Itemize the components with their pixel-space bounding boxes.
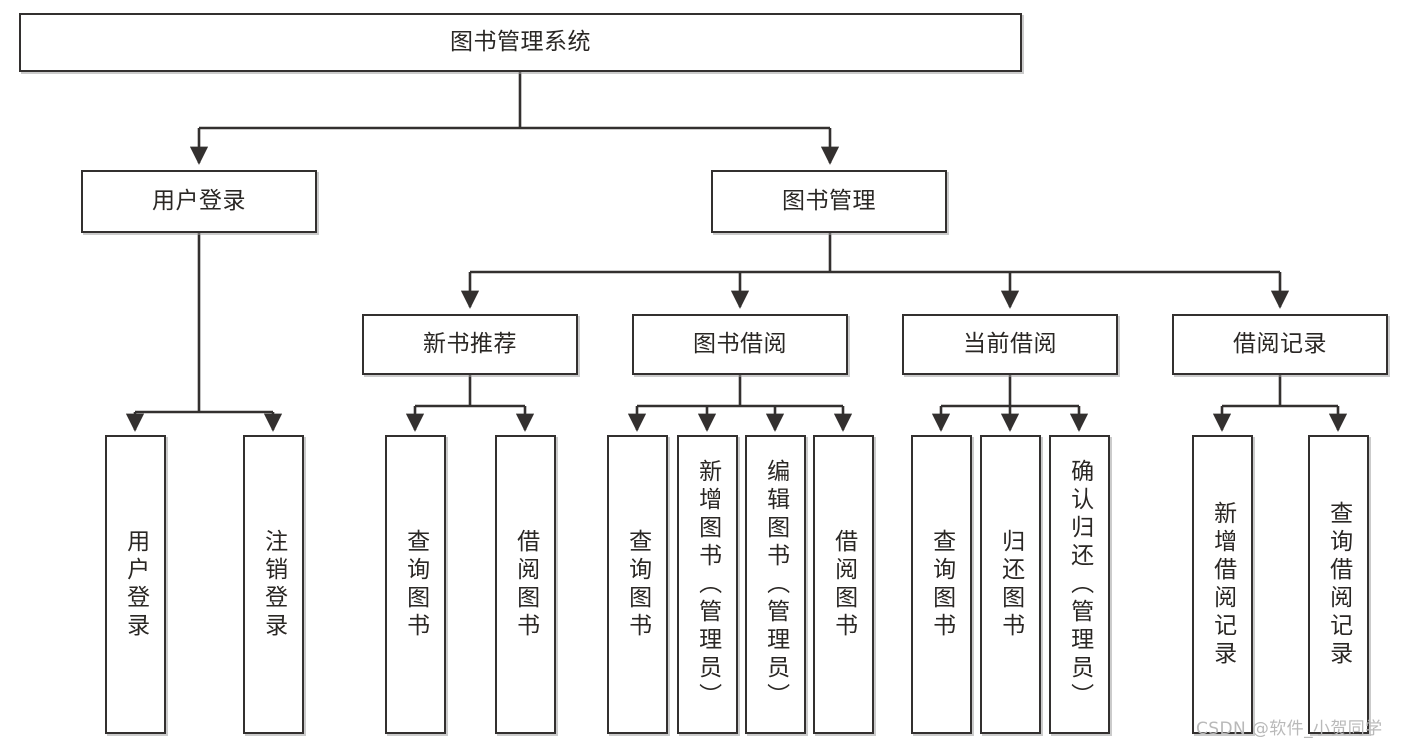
- node-label: 借阅图书: [512, 528, 539, 641]
- node-label: 用户登录: [122, 528, 149, 641]
- node-label: 当前借阅: [963, 331, 1057, 358]
- node-current-borrowing[interactable]: 当前借阅: [902, 314, 1118, 375]
- node-label: 借阅记录: [1233, 331, 1327, 358]
- leaf-edit-book-admin[interactable]: 编辑图书（管理员）: [745, 435, 806, 734]
- leaf-user-login[interactable]: 用户登录: [105, 435, 166, 734]
- node-label: 查询图书: [928, 528, 955, 641]
- leaf-query-book-current[interactable]: 查询图书: [911, 435, 972, 734]
- node-label: 查询借阅记录: [1325, 500, 1352, 669]
- node-label: 图书管理: [782, 188, 876, 215]
- node-user-login[interactable]: 用户登录: [81, 170, 317, 233]
- node-label: 确认归还（管理员）: [1066, 458, 1093, 711]
- node-book-management[interactable]: 图书管理: [711, 170, 947, 233]
- leaf-add-borrow-record[interactable]: 新增借阅记录: [1192, 435, 1253, 734]
- leaf-borrow-book[interactable]: 借阅图书: [813, 435, 874, 734]
- node-borrow-record[interactable]: 借阅记录: [1172, 314, 1388, 375]
- node-label: 新增借阅记录: [1209, 500, 1236, 669]
- leaf-logout[interactable]: 注销登录: [243, 435, 304, 734]
- leaf-query-book-recommend[interactable]: 查询图书: [385, 435, 446, 734]
- node-label: 用户登录: [152, 188, 246, 215]
- node-label: 查询图书: [624, 528, 651, 641]
- node-label: 借阅图书: [830, 528, 857, 641]
- node-new-book-recommendation[interactable]: 新书推荐: [362, 314, 578, 375]
- leaf-return-book[interactable]: 归还图书: [980, 435, 1041, 734]
- node-label: 图书管理系统: [450, 29, 591, 56]
- node-label: 查询图书: [402, 528, 429, 641]
- leaf-query-borrow-record[interactable]: 查询借阅记录: [1308, 435, 1369, 734]
- leaf-add-book-admin[interactable]: 新增图书（管理员）: [677, 435, 738, 734]
- node-root-book-management-system[interactable]: 图书管理系统: [19, 13, 1022, 72]
- leaf-borrow-book-recommend[interactable]: 借阅图书: [495, 435, 556, 734]
- node-label: 注销登录: [260, 528, 287, 641]
- node-book-borrowing[interactable]: 图书借阅: [632, 314, 848, 375]
- leaf-confirm-return-admin[interactable]: 确认归还（管理员）: [1049, 435, 1110, 734]
- leaf-query-book-borrow[interactable]: 查询图书: [607, 435, 668, 734]
- node-label: 编辑图书（管理员）: [762, 458, 789, 711]
- node-label: 归还图书: [997, 528, 1024, 641]
- node-label: 图书借阅: [693, 331, 787, 358]
- node-label: 新书推荐: [423, 331, 517, 358]
- node-label: 新增图书（管理员）: [694, 458, 721, 711]
